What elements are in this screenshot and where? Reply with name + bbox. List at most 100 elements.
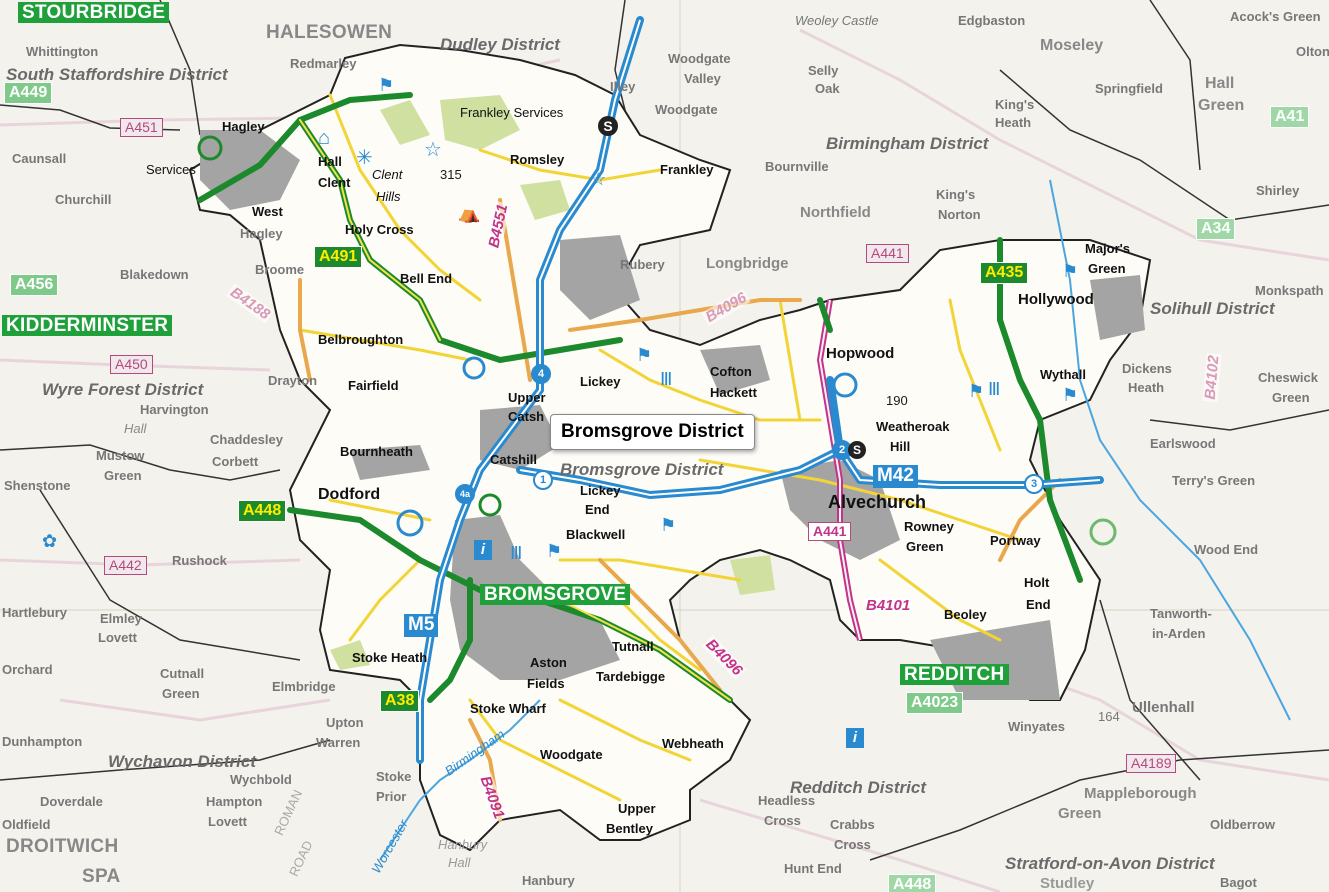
place-mappleborough-2: Green (1058, 805, 1102, 822)
services-icon-m42: S (848, 441, 866, 459)
place-majors-green-2: Green (1088, 261, 1126, 276)
place-hartlebury: Hartlebury (2, 605, 68, 620)
place-mustow-2: Green (104, 468, 142, 483)
place-broome: Broome (255, 262, 305, 277)
place-upper-bentley-2: Bentley (606, 821, 653, 836)
place-ullenhall: Ullenhall (1132, 699, 1195, 716)
place-upton-2: Warren (316, 735, 361, 750)
place-wychbold: Wychbold (230, 772, 292, 787)
place-wythall: Wythall (1040, 367, 1086, 382)
place-moseley: Moseley (1040, 37, 1104, 54)
town-label-droitwich: DROITWICH (6, 836, 119, 857)
place-dickens-1: Dickens (1122, 361, 1172, 376)
place-lickey: Lickey (580, 374, 621, 389)
place-tanworth-1: Tanworth- (1150, 606, 1212, 621)
place-tanworth-2: in-Arden (1152, 626, 1206, 641)
place-lickey-end-1: Lickey (580, 483, 621, 498)
road-shield-a4023: A4023 (906, 692, 964, 714)
place-whittington: Whittington (26, 44, 99, 59)
place-fairfield: Fairfield (348, 378, 399, 393)
flag-icon-6: ⚑ (1062, 261, 1079, 281)
spot-height-315: 315 (440, 167, 462, 182)
place-crabbs-1: Crabbs (830, 817, 875, 832)
museum-icon: Ⅲ (660, 369, 673, 389)
place-portway: Portway (990, 533, 1041, 548)
spot-height-164: 164 (1098, 709, 1120, 724)
information-icon-redditch: i (846, 728, 864, 748)
town-label-redditch: REDDITCH (900, 664, 1009, 685)
minor-roads (298, 93, 1022, 802)
place-aston-fields-1: Aston (530, 655, 567, 670)
district-label-wyre-forest: Wyre Forest District (42, 380, 204, 399)
place-rowney-1: Rowney (904, 519, 954, 534)
town-label-halesowen: HALESOWEN (266, 22, 393, 43)
place-frankley-services: Frankley Services (460, 105, 564, 120)
place-mustow-1: Mustow (96, 448, 145, 463)
place-drayton: Drayton (268, 373, 318, 388)
place-majors-green-1: Major's (1085, 241, 1130, 256)
place-clent-hills-1: Clent (372, 167, 403, 182)
place-holy-cross: Holy Cross (345, 222, 414, 237)
place-wood-end: Wood End (1194, 542, 1259, 557)
place-caunsall: Caunsall (12, 151, 67, 166)
place-rushock: Rushock (172, 553, 227, 568)
place-rubery: Rubery (620, 257, 665, 272)
place-alvechurch: Alvechurch (828, 492, 927, 512)
place-elmbridge: Elmbridge (272, 679, 336, 694)
place-clent-hills-2: Hills (376, 189, 401, 204)
caravan-site-icon: ⛺ (458, 203, 481, 223)
place-kings-heath-2: Heath (995, 115, 1032, 130)
place-mappleborough-1: Mappleborough (1084, 785, 1197, 802)
place-elmley-2: Lovett (98, 630, 137, 645)
place-hall-green-2: Green (1198, 97, 1245, 114)
place-orchard: Orchard (2, 662, 53, 677)
place-hall-green-1: Hall (1205, 75, 1235, 92)
place-woodgate-s: Woodgate (540, 747, 603, 762)
road-shield-a441-s: A441 (808, 522, 852, 542)
place-cofton-2: Hackett (710, 385, 757, 400)
road-shield-a456: A456 (10, 274, 59, 296)
junction-4: 4 (531, 364, 551, 384)
district-label-wychavon: Wychavon District (108, 752, 257, 771)
spot-height-190: 190 (886, 393, 908, 408)
road-shield-a41: A41 (1270, 106, 1310, 128)
star-attraction-icon: ☆ (424, 139, 442, 161)
junction-4a: 4a (455, 484, 475, 504)
district-label-solihull: Solihull District (1150, 299, 1275, 318)
information-icon: i (474, 540, 492, 560)
place-hopwood: Hopwood (826, 345, 895, 362)
district-boundaries (0, 0, 1329, 861)
garden-icon: ✿ (42, 531, 58, 551)
place-earlswood: Earlswood (1150, 436, 1216, 451)
place-stoke-heath: Stoke Heath (352, 650, 428, 665)
place-illey: Illey (610, 79, 636, 94)
place-hampton-1: Hampton (206, 794, 263, 809)
place-weatheroak-1: Weatheroak (876, 419, 950, 434)
a441-road-inner (818, 299, 861, 641)
place-northfield: Northfield (800, 204, 871, 221)
flag-icon-5: ⚑ (1062, 385, 1079, 405)
place-elmley-1: Elmley (100, 611, 142, 626)
motorway-shield-m5: M5 (404, 614, 439, 637)
place-woodgate-valley-2: Valley (684, 71, 721, 86)
selected-district-callout[interactable]: Bromsgrove District (550, 414, 755, 450)
place-cofton-1: Cofton (710, 364, 752, 379)
place-aston-fields-2: Fields (527, 676, 565, 691)
historic-house-icon: ⌂ (318, 127, 331, 149)
place-woodgate: Woodgate (655, 102, 718, 117)
place-blackwell: Blackwell (566, 527, 626, 542)
place-hall: Hall (318, 154, 342, 169)
motorway-shield-m42: M42 (873, 465, 918, 488)
place-bournheath: Bournheath (340, 444, 413, 459)
place-shirley: Shirley (1256, 183, 1300, 198)
place-cheswick-2: Green (1272, 390, 1310, 405)
place-west-hagley-2: Hagley (240, 226, 283, 241)
road-shield-a450: A450 (110, 355, 153, 375)
road-shield-a4189: A4189 (1126, 754, 1177, 774)
place-headless-1: Headless (758, 793, 816, 808)
place-oldfield: Oldfield (2, 817, 51, 832)
place-upper-catshill-2: Catsh (508, 409, 545, 424)
place-upton-1: Upton (326, 715, 364, 730)
place-hagley: Hagley (222, 119, 265, 134)
